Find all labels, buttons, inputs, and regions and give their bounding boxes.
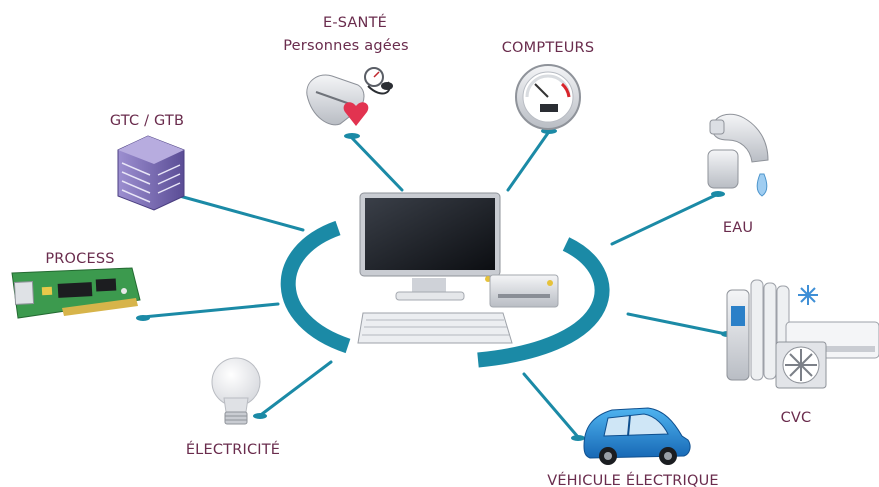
circuit-board-icon <box>11 267 141 319</box>
connector-vehicule <box>522 372 580 439</box>
connector-dot-vehicule <box>571 435 585 441</box>
connector-esante <box>350 136 404 192</box>
connector-dot-esante <box>344 133 360 139</box>
label-vehicule-electrique: VÉHICULE ÉLECTRIQUE <box>547 472 719 487</box>
blood-pressure-monitor-icon <box>306 67 393 126</box>
connector-dot-process <box>136 315 150 321</box>
hub-ring <box>280 220 610 368</box>
connector-lines <box>141 131 728 439</box>
label-compteurs: COMPTEURS <box>502 40 595 56</box>
building-icon <box>117 135 185 211</box>
connector-dot-eau <box>711 191 725 197</box>
connector-process <box>141 302 280 319</box>
connector-dot-electricite <box>253 413 267 419</box>
connector-gtc-gtb <box>174 193 305 232</box>
hvac-radiator-icon <box>726 279 879 389</box>
snowflake-icon <box>798 285 818 305</box>
connector-cvc <box>626 312 728 336</box>
electric-car-icon <box>583 407 691 465</box>
label-process: PROCESS <box>45 251 114 267</box>
label-eau: EAU <box>723 220 753 236</box>
light-bulb-icon <box>211 357 261 425</box>
label-gtc-gtb: GTC / GTB <box>110 113 184 129</box>
connector-electricite <box>260 360 333 416</box>
connector-eau <box>610 192 720 246</box>
connector-compteurs <box>506 131 550 192</box>
hub-ring-right-arc <box>477 237 610 368</box>
label-cvc: CVC <box>781 410 812 426</box>
water-tap-icon <box>707 113 769 197</box>
hub-ring-left-arc <box>280 220 351 354</box>
label-personnes-agees: Personnes agées <box>283 38 409 54</box>
desktop-computer-icon <box>357 192 559 344</box>
label-esante: E-SANTÉ <box>323 14 387 31</box>
gauge-meter-icon <box>515 64 581 130</box>
label-electricite: ÉLECTRICITÉ <box>186 441 280 458</box>
